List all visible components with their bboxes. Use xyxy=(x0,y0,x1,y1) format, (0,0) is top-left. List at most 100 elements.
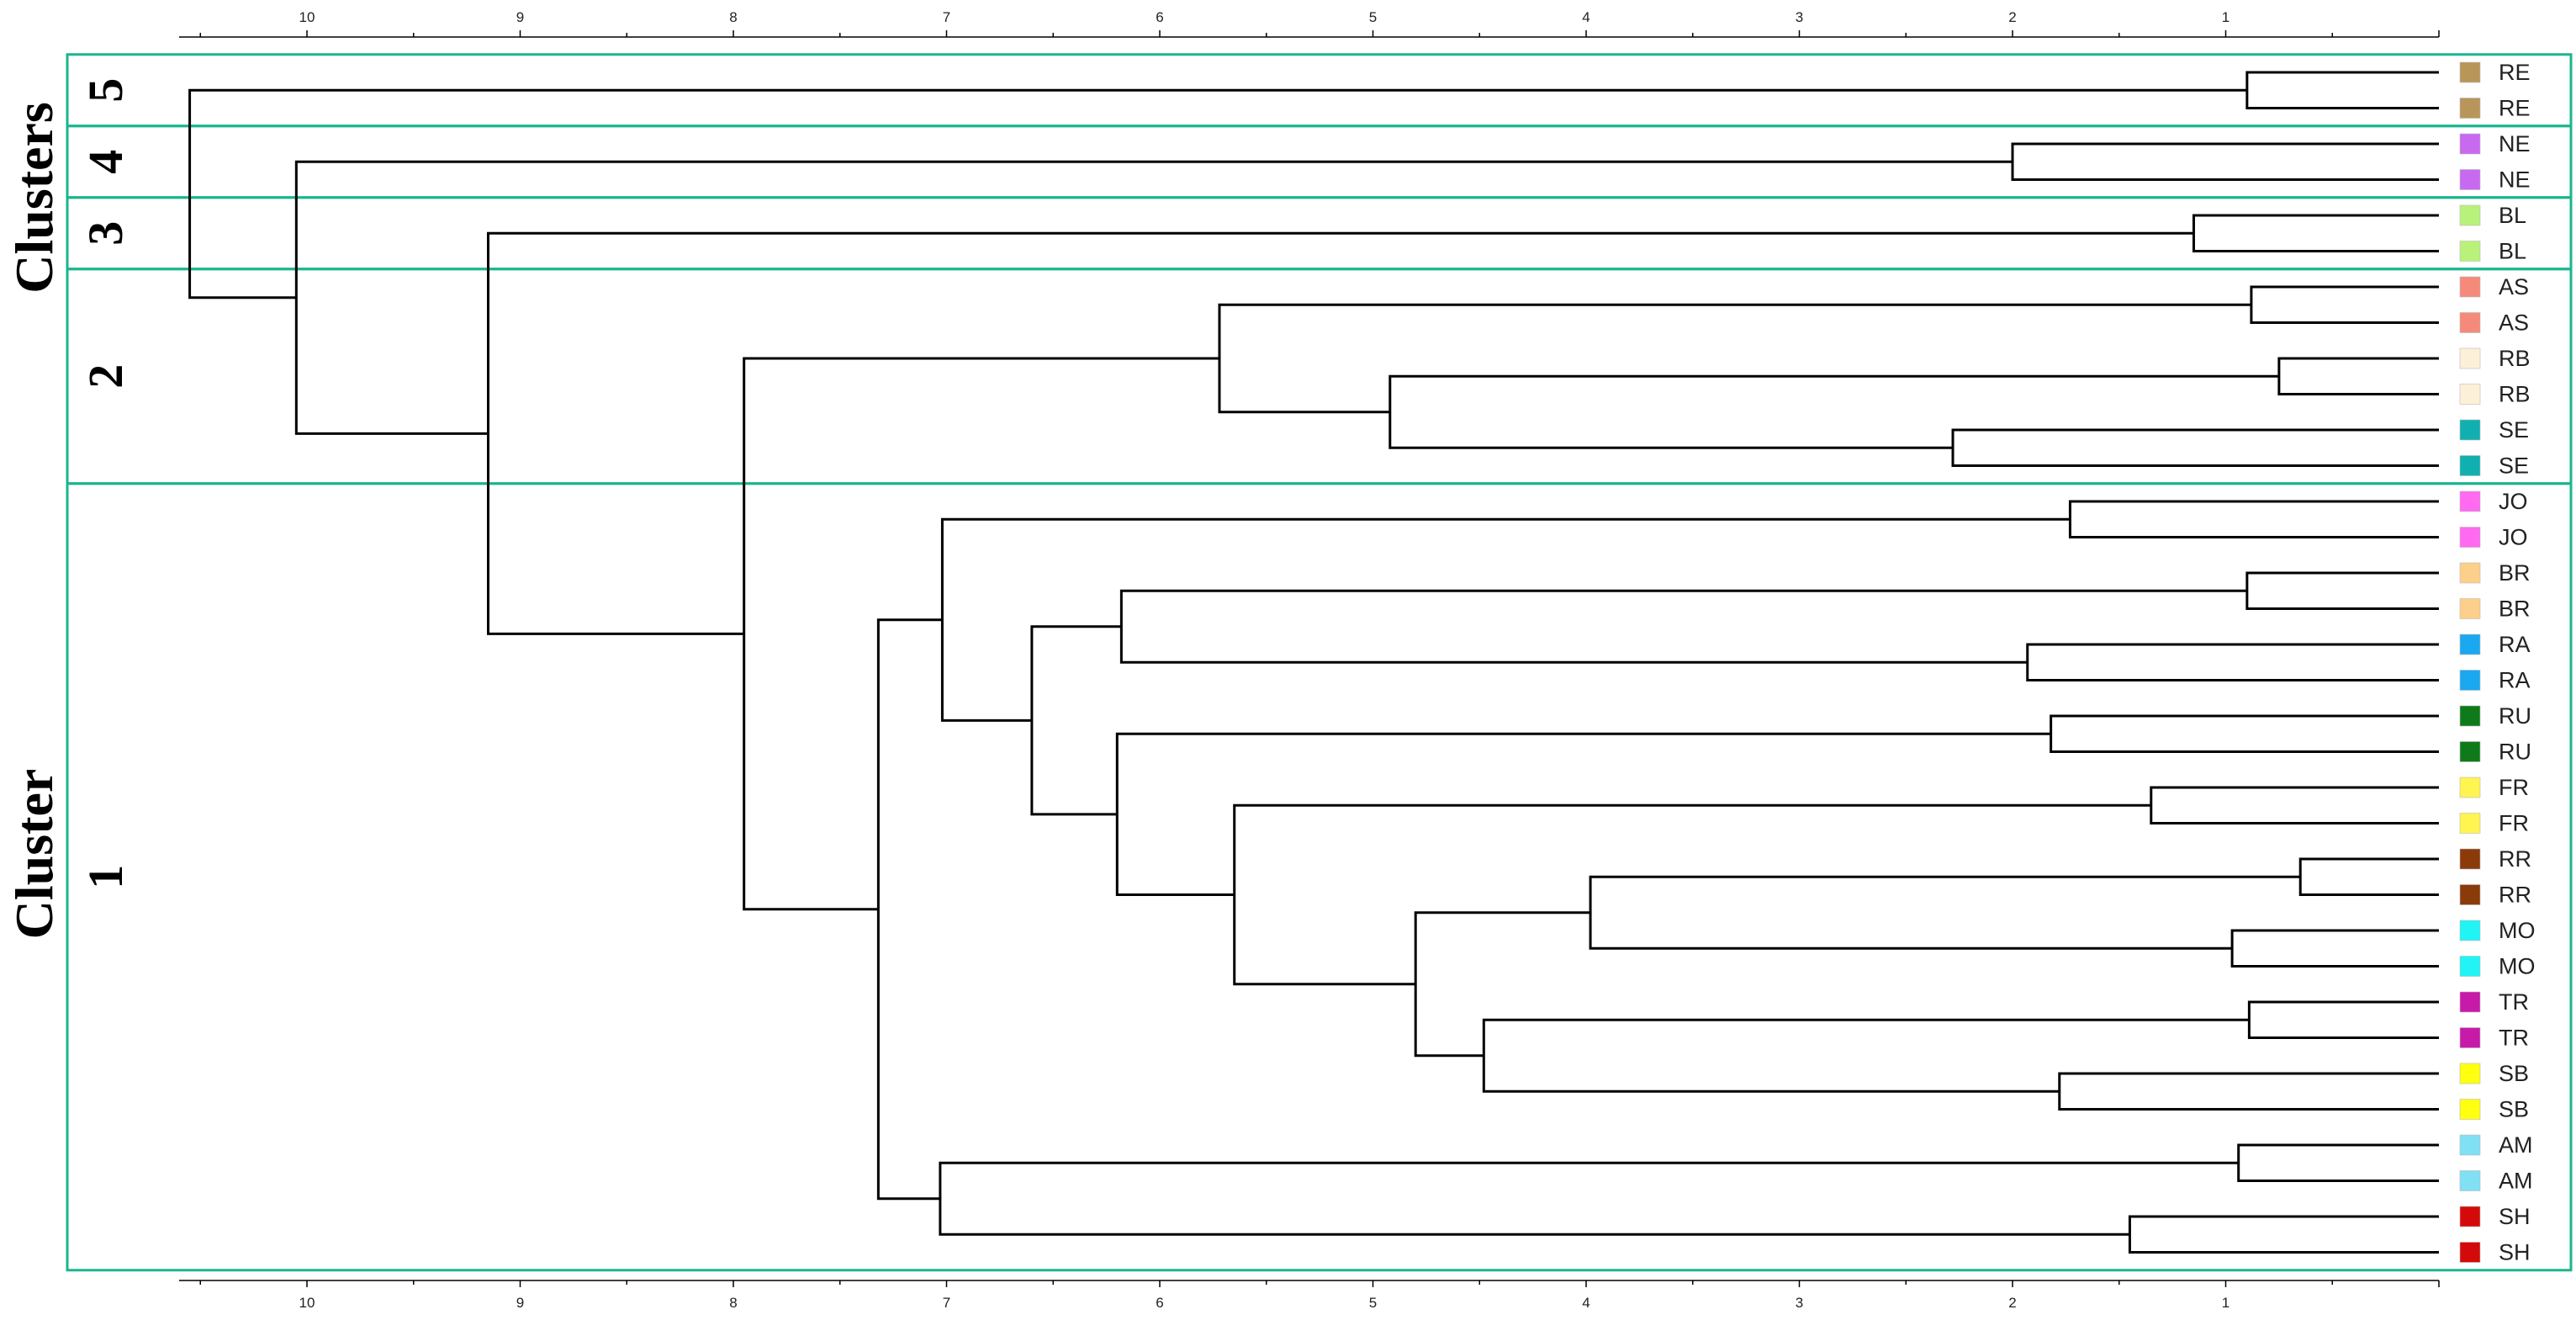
leaf-swatch xyxy=(2459,705,2481,727)
leaf-swatch xyxy=(2459,813,2481,834)
leaf-swatch xyxy=(2459,98,2481,119)
leaf-swatch xyxy=(2459,741,2481,762)
branch-m_se xyxy=(1951,428,2439,467)
leaf-label: RU xyxy=(2499,703,2531,729)
leaf-label: RR xyxy=(2499,846,2531,872)
branch-m_ru xyxy=(2050,714,2439,753)
top-axis-tick-label: 4 xyxy=(1582,9,1590,25)
leaf-label: TR xyxy=(2499,989,2529,1015)
leaf-label: RU xyxy=(2499,740,2531,765)
bottom-axis-tick-label: 9 xyxy=(516,1295,524,1311)
leaf-label: RE xyxy=(2499,60,2531,85)
top-axis: 10 9 8 7 6 5 4 3 2 1 xyxy=(178,9,2440,38)
branch-m_bl xyxy=(2192,214,2439,252)
leaf-label: SH xyxy=(2499,1204,2531,1229)
branch-m_root xyxy=(188,88,2247,300)
leaf-swatch xyxy=(2459,384,2481,405)
leaf-label: RA xyxy=(2499,632,2531,657)
leaf-label: RB xyxy=(2499,346,2531,371)
cluster-boxes: 5 4 3 2 1 xyxy=(66,53,2573,1272)
leaf-label: AM xyxy=(2499,1169,2533,1194)
leaf-label: MO xyxy=(2499,954,2536,979)
leaf-swatch xyxy=(2459,169,2481,190)
cluster-1-box xyxy=(66,482,2573,1272)
leaf-swatch xyxy=(2459,1170,2481,1191)
bottom-axis-tick-label: 10 xyxy=(299,1295,315,1311)
leaf-swatch xyxy=(2459,527,2481,548)
leaf-swatch xyxy=(2459,1206,2481,1227)
leaf-label: TR xyxy=(2499,1026,2529,1051)
leaf-label: RA xyxy=(2499,668,2531,693)
branch-m_ru_fr xyxy=(1115,732,2051,896)
leaf-swatch xyxy=(2459,884,2481,905)
leaf-swatch xyxy=(2459,312,2481,333)
branch-m_sh xyxy=(2128,1215,2439,1254)
top-axis-tick-label: 2 xyxy=(2008,9,2016,25)
branch-m_re xyxy=(2245,71,2439,109)
top-axis-tick-label: 1 xyxy=(2222,9,2230,25)
branch-m_br_ra xyxy=(1119,589,2247,664)
top-axis-tick-label: 5 xyxy=(1369,9,1377,25)
branch-m_brra_rufr xyxy=(1030,625,1122,816)
branch-m_ra xyxy=(2026,643,2439,681)
leaf-swatch xyxy=(2459,598,2481,619)
top-axis-tick-label: 8 xyxy=(729,9,737,25)
branch-m_rb xyxy=(2277,357,2439,395)
leaf-swatch xyxy=(2459,276,2481,298)
branch-m_rr xyxy=(2298,857,2439,896)
cluster-4-number: 4 xyxy=(78,150,133,174)
leaf-label: SB xyxy=(2499,1061,2529,1086)
branch-m_fr_rest xyxy=(1233,803,2151,986)
leaf-label: RE xyxy=(2499,96,2531,121)
branch-m_c2 xyxy=(1218,303,2251,414)
top-axis-tick-label: 3 xyxy=(1796,9,1803,25)
branch-m_as xyxy=(2250,285,2439,324)
top-axis-tick-label: 6 xyxy=(1156,9,1163,25)
top-axis-tick-label: 7 xyxy=(943,9,950,25)
top-axis-tick-label: 9 xyxy=(516,9,524,25)
cluster-1-number: 1 xyxy=(78,865,133,889)
leaf-swatch xyxy=(2459,670,2481,691)
leaf-swatch xyxy=(2459,562,2481,584)
dendrogram-branches xyxy=(188,71,2439,1254)
leaf-label: JO xyxy=(2499,525,2528,550)
bottom-axis-tick-label: 7 xyxy=(943,1295,950,1311)
leaf-label: RB xyxy=(2499,382,2531,407)
branch-m_br xyxy=(2245,571,2439,610)
leaf-swatch xyxy=(2459,419,2481,441)
leaf-label: AS xyxy=(2499,310,2529,336)
leaf-label: SH xyxy=(2499,1240,2531,1265)
leaf-swatch xyxy=(2459,241,2481,262)
cluster-2-number: 2 xyxy=(78,364,133,389)
leaf-swatch xyxy=(2459,1242,2481,1263)
leaf-swatch xyxy=(2459,133,2481,155)
top-axis-tick-label: 10 xyxy=(299,9,315,25)
branch-m_sb xyxy=(2058,1072,2439,1111)
branch-m_am_sh xyxy=(939,1161,2239,1236)
leaf-swatch xyxy=(2459,1134,2481,1156)
cluster-3-number: 3 xyxy=(78,221,133,246)
clusters-title: Clusters xyxy=(4,102,64,294)
leaf-label: BL xyxy=(2499,203,2526,228)
leaf-swatch xyxy=(2459,920,2481,941)
branch-m_ne xyxy=(2011,142,2439,181)
bottom-axis-tick-label: 1 xyxy=(2222,1295,2230,1311)
branch-m_jo_rest xyxy=(940,517,2071,722)
leaf-swatch xyxy=(2459,61,2481,83)
branch-m_c1 xyxy=(876,618,943,1201)
leaf-swatch xyxy=(2459,848,2481,870)
leaf-label: FR xyxy=(2499,811,2529,836)
cluster-title: Cluster xyxy=(4,769,64,940)
leaf-swatch xyxy=(2459,490,2481,512)
leaf-label: NE xyxy=(2499,131,2531,156)
leaf-swatch xyxy=(2459,1063,2481,1084)
leaf-labels: RERENENEBLBLASASRBRBSESEJOJOBRBRRARARURU… xyxy=(2459,60,2536,1265)
branch-m_mo xyxy=(2230,929,2439,968)
branch-m_tr_sb xyxy=(1482,1018,2250,1093)
cluster-5-number: 5 xyxy=(78,78,133,103)
branch-m_c1_c2 xyxy=(743,357,1219,911)
leaf-label: MO xyxy=(2499,918,2536,943)
branch-m_rrmo_trsb xyxy=(1414,911,1591,1058)
branch-m_jo xyxy=(2068,500,2439,538)
